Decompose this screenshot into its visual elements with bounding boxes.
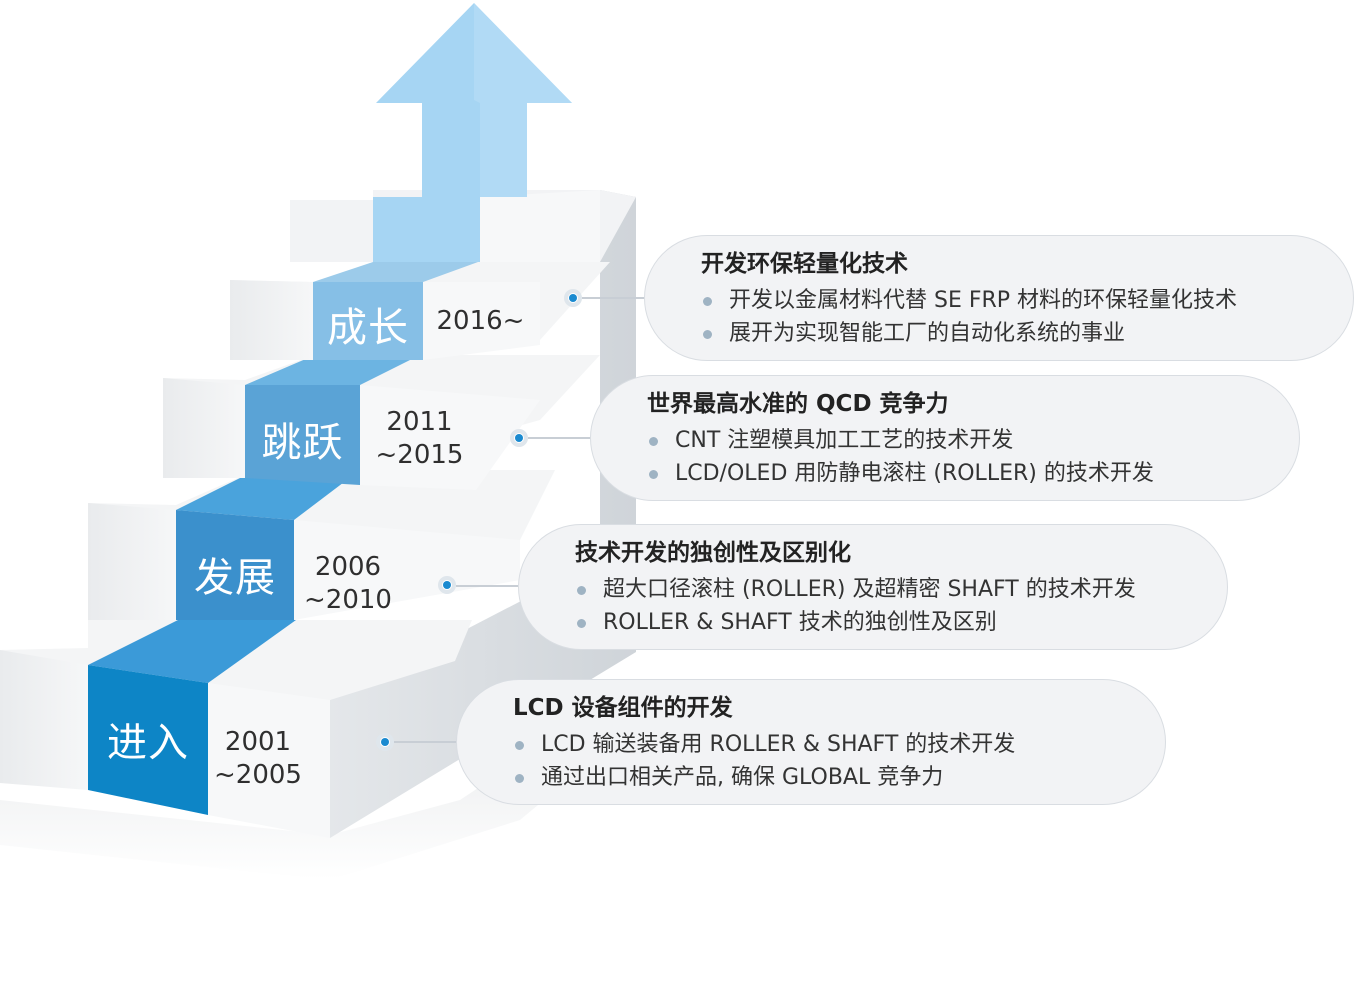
card-title: LCD 设备组件的开发 xyxy=(513,695,733,721)
node-leap xyxy=(510,429,528,447)
year-label-entry: 2001 ~2005 xyxy=(208,726,308,792)
step2-riser-right xyxy=(294,520,520,620)
card-item: LCD/OLED 用防静电滚柱 (ROLLER) 的技术开发 xyxy=(647,457,1279,490)
bullet-icon xyxy=(703,330,712,339)
step1-riser-right xyxy=(208,683,330,838)
step2-blue-top xyxy=(176,470,360,520)
card-item-text: CNT 注塑模具加工工艺的技术开发 xyxy=(675,428,1014,453)
bullet-icon xyxy=(649,470,658,479)
node-development xyxy=(438,576,456,594)
card-leap: 世界最高水准的 QCD 竞争力 CNT 注塑模具加工工艺的技术开发 LCD/OL… xyxy=(590,375,1300,501)
card-item: LCD 输送装备用 ROLLER & SHAFT 的技术开发 xyxy=(513,728,1145,761)
stage-label-entry: 进入 xyxy=(107,720,189,766)
year-end: ~2010 xyxy=(304,585,392,615)
bullet-icon xyxy=(649,437,658,446)
year-label-growth: 2016~ xyxy=(428,305,533,338)
step4-riser-right xyxy=(423,282,540,360)
year-start: 2011 xyxy=(386,407,453,437)
year-label-leap: 2011 ~2015 xyxy=(362,406,477,472)
year-label-development: 2006 ~2010 xyxy=(298,551,398,617)
bullet-icon xyxy=(577,586,586,595)
card-item-text: LCD/OLED 用防静电滚柱 (ROLLER) 的技术开发 xyxy=(675,461,1154,486)
card-item: 开发以金属材料代替 SE FRP 材料的环保轻量化技术 xyxy=(701,284,1333,317)
stage-label-development: 发展 xyxy=(194,555,276,601)
card-item-text: 开发以金属材料代替 SE FRP 材料的环保轻量化技术 xyxy=(729,288,1238,313)
card-item-text: 超大口径滚柱 (ROLLER) 及超精密 SHAFT 的技术开发 xyxy=(603,577,1136,602)
step1-blue-face xyxy=(88,665,208,815)
step3-riser-right xyxy=(360,385,540,490)
card-development: 技术开发的独创性及区别化 超大口径滚柱 (ROLLER) 及超精密 SHAFT … xyxy=(518,524,1228,650)
step2-blue-face xyxy=(176,510,294,620)
card-item: 超大口径滚柱 (ROLLER) 及超精密 SHAFT 的技术开发 xyxy=(575,573,1207,606)
card-item-text: LCD 输送装备用 ROLLER & SHAFT 的技术开发 xyxy=(541,732,1016,757)
bullet-icon xyxy=(577,619,586,628)
connector-development xyxy=(456,585,518,587)
card-title: 开发环保轻量化技术 xyxy=(701,251,908,277)
step4-blue-face xyxy=(313,282,423,360)
card-item: CNT 注塑模具加工工艺的技术开发 xyxy=(647,424,1279,457)
step1-riser-left xyxy=(0,650,88,790)
connector-leap xyxy=(528,437,590,439)
floor-shadow xyxy=(0,700,640,880)
card-item: ROLLER & SHAFT 技术的独创性及区别 xyxy=(575,606,1207,639)
node-growth xyxy=(564,289,582,307)
card-item-text: ROLLER & SHAFT 技术的独创性及区别 xyxy=(603,610,997,635)
card-item: 展开为实现智能工厂的自动化系统的事业 xyxy=(701,317,1333,350)
card-growth: 开发环保轻量化技术 开发以金属材料代替 SE FRP 材料的环保轻量化技术 展开… xyxy=(644,235,1354,361)
bullet-icon xyxy=(515,774,524,783)
card-entry: LCD 设备组件的开发 LCD 输送装备用 ROLLER & SHAFT 的技术… xyxy=(456,679,1166,805)
node-entry xyxy=(376,733,394,751)
connector-entry xyxy=(394,741,456,743)
growth-arrow-shade xyxy=(474,3,572,197)
step3-riser-left xyxy=(163,378,245,478)
year-end: ~2005 xyxy=(214,760,302,790)
bullet-icon xyxy=(515,741,524,750)
bullet-icon xyxy=(703,297,712,306)
year-end: ~2015 xyxy=(375,440,464,470)
step1-blue-top xyxy=(88,620,296,683)
card-item-text: 通过出口相关产品, 确保 GLOBAL 竞争力 xyxy=(541,765,944,790)
top-platform-face xyxy=(480,190,600,262)
card-item-text: 展开为实现智能工厂的自动化系统的事业 xyxy=(729,321,1126,346)
connector-growth xyxy=(582,297,644,299)
step4-riser-left xyxy=(230,280,313,360)
year-start: 2006 xyxy=(314,552,382,582)
year-start: 2001 xyxy=(224,727,292,757)
card-title: 世界最高水准的 QCD 竞争力 xyxy=(647,391,949,417)
card-title: 技术开发的独创性及区别化 xyxy=(575,540,851,566)
card-item: 通过出口相关产品, 确保 GLOBAL 竞争力 xyxy=(513,761,1145,794)
step4-blue-top xyxy=(313,262,478,282)
stage-label-leap: 跳跃 xyxy=(261,420,344,466)
step2-riser-left xyxy=(88,503,176,620)
stage-label-growth: 成长 xyxy=(327,305,409,351)
step3-blue-face xyxy=(245,385,360,485)
year-start: 2016~ xyxy=(436,306,525,336)
step3-blue-top xyxy=(245,355,420,385)
